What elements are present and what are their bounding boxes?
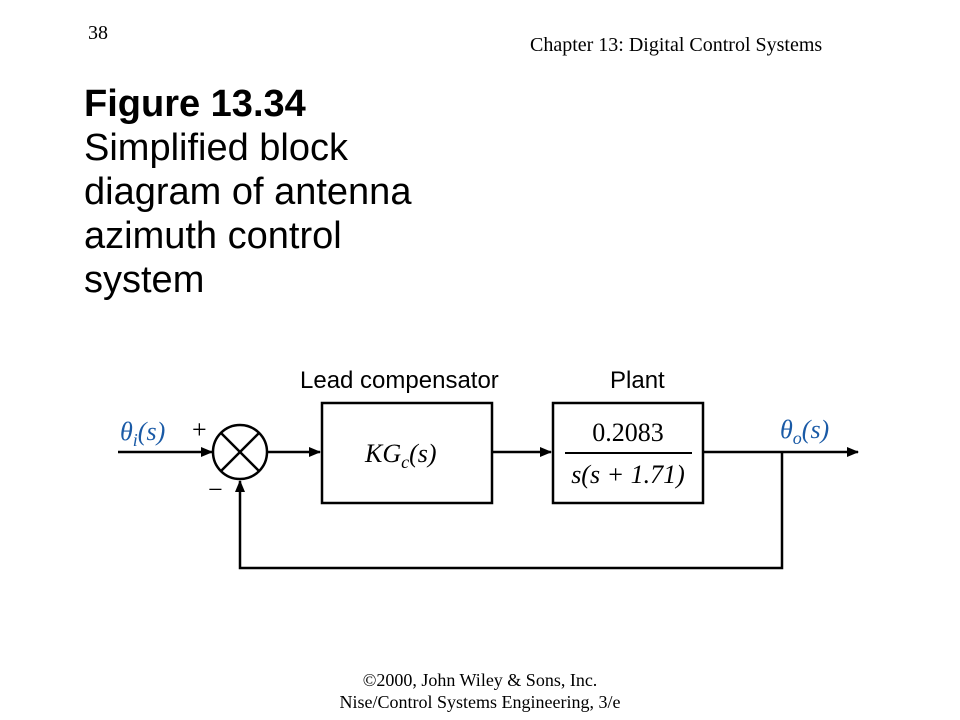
- compensator-title: Lead compensator: [300, 367, 499, 394]
- figure-number: Figure 13.34: [84, 83, 306, 125]
- block-diagram: θi(s) + − Lead compensator KGc(s) Plant …: [118, 367, 859, 570]
- input-signal-label: θi(s): [120, 417, 165, 450]
- figure-caption: Simplified block diagram of antenna azim…: [84, 127, 412, 301]
- plant-numerator: 0.2083: [592, 418, 664, 447]
- copyright-line: ©2000, John Wiley & Sons, Inc.: [362, 670, 598, 690]
- book-reference: Nise/Control Systems Engineering, 3/e: [339, 692, 621, 712]
- summing-junction: [211, 423, 269, 481]
- compensator-block: [320, 401, 494, 505]
- compensator-transfer-function: KGc(s): [364, 439, 437, 472]
- page-number: 38: [88, 22, 108, 44]
- output-signal-label: θo(s): [780, 415, 829, 448]
- chapter-title: Chapter 13: Digital Control Systems: [530, 34, 823, 56]
- plant-title: Plant: [610, 367, 665, 394]
- figure-title: Figure 13.34 Simplified block diagram of…: [84, 82, 504, 302]
- plant-denominator: s(s + 1.71): [571, 460, 685, 489]
- plus-sign: +: [192, 415, 207, 444]
- feedback-path: [235, 452, 784, 570]
- minus-sign: −: [208, 475, 223, 504]
